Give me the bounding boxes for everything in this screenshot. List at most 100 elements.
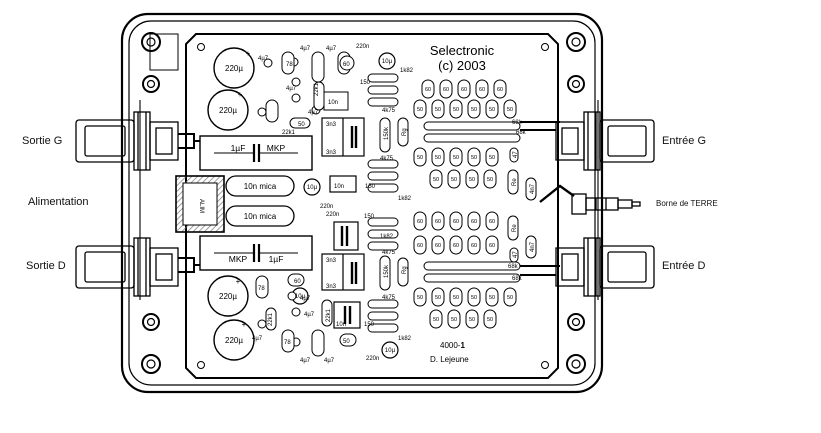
long-resistors <box>423 121 521 283</box>
resistor-oval <box>447 309 461 329</box>
resistor-oval-label: 50 <box>453 155 459 161</box>
svg-text:Re: Re <box>512 178 518 186</box>
resistor-oval-label: 60 <box>417 219 423 225</box>
svg-text:150k: 150k <box>384 126 390 140</box>
resistor-oval-label: 50 <box>451 177 457 183</box>
svg-text:68k: 68k <box>512 120 523 126</box>
resistor-oval <box>431 211 445 231</box>
brand-copyright: (c) 2003 <box>438 58 486 73</box>
svg-text:50: 50 <box>343 339 350 345</box>
cap-mkp-bottom: MKP 1µF <box>199 235 313 271</box>
label-supply: Alimentation <box>28 196 89 208</box>
cap-mica-top: 10n mica <box>225 175 295 197</box>
svg-text:10µ: 10µ <box>385 348 396 354</box>
resistor-oval-label: 60 <box>443 87 449 93</box>
mounting-holes <box>141 32 586 374</box>
resistor-oval-label: 60 <box>425 87 431 93</box>
resistor-oval <box>503 99 517 119</box>
svg-text:4µ7: 4µ7 <box>252 336 263 342</box>
brand-name: Selectronic <box>430 43 495 58</box>
elec-cap-4: 220µ + <box>213 319 255 361</box>
connector-label: ALIM <box>198 199 204 213</box>
film-block-marks <box>340 126 358 324</box>
svg-text:3n3: 3n3 <box>326 258 337 264</box>
svg-text:10µ: 10µ <box>307 185 318 191</box>
resistor-oval-label: 60 <box>453 219 459 225</box>
svg-text:3n3: 3n3 <box>326 150 337 156</box>
resistor-oval-label: 50 <box>471 295 477 301</box>
svg-text:22k1: 22k1 <box>314 82 320 96</box>
resistor-oval <box>413 99 427 119</box>
svg-text:4µ7: 4µ7 <box>300 358 311 364</box>
jack-in-left <box>555 111 655 171</box>
resistor-oval-label: 50 <box>453 295 459 301</box>
svg-text:78: 78 <box>286 62 293 68</box>
resistor-oval-label: 50 <box>471 107 477 113</box>
svg-text:+: + <box>238 90 243 99</box>
cap-mkp-top-value: 1µF <box>231 143 246 153</box>
svg-text:22k1: 22k1 <box>282 130 296 136</box>
svg-text:220µ: 220µ <box>225 336 243 345</box>
resistor-oval-label: 50 <box>469 177 475 183</box>
svg-text:150k: 150k <box>384 264 390 278</box>
svg-text:4k75: 4k75 <box>382 295 396 301</box>
svg-text:78: 78 <box>258 286 265 292</box>
svg-text:10n: 10n <box>328 100 338 106</box>
elec-10u-1: 10µ <box>378 52 396 70</box>
re-labels: Re Re 4n7 4n7 47 47 <box>512 151 536 258</box>
svg-text:4µ7: 4µ7 <box>300 296 311 302</box>
svg-text:220µ: 220µ <box>225 64 243 73</box>
lower-cluster-labels: 60 4µ7 4µ7 50 4µ7 4µ7 78 78 22k1 22k1 4µ… <box>252 279 350 364</box>
resistor-oval-label: 60 <box>489 243 495 249</box>
resistor-oval <box>413 287 427 307</box>
resistor-oval-label: 50 <box>417 107 423 113</box>
svg-text:22k1: 22k1 <box>326 308 332 322</box>
resistor-oval <box>449 211 463 231</box>
cap-mkp-bottom-value: 1µF <box>269 254 284 264</box>
resistor-oval-label: 50 <box>471 155 477 161</box>
film-block-labels: 3n3 3n3 10n 3n3 3n3 10n 220n 220n 220n <box>320 122 379 362</box>
long-res-labels: 68k 68k 68k 68k <box>508 120 527 282</box>
res-150k <box>379 117 409 291</box>
resistor-oval <box>467 99 481 119</box>
cap-mkp-bottom-type: MKP <box>229 254 248 264</box>
res-150k-labels: 150k 150k Rg Rg <box>384 126 408 278</box>
svg-text:4µ7: 4µ7 <box>286 86 297 92</box>
svg-text:4n7: 4n7 <box>530 241 536 252</box>
svg-text:1k82: 1k82 <box>400 68 414 74</box>
svg-text:4n7: 4n7 <box>530 183 536 194</box>
svg-text:Rg: Rg <box>402 266 408 274</box>
resistor-oval <box>429 169 443 189</box>
resistor-oval <box>413 211 427 231</box>
svg-text:150: 150 <box>365 184 376 190</box>
svg-text:4k75: 4k75 <box>380 156 394 162</box>
lower-cluster <box>255 273 357 357</box>
resistor-oval <box>413 147 427 167</box>
svg-text:10n mica: 10n mica <box>244 182 277 191</box>
resistor-oval-label: 50 <box>435 107 441 113</box>
film-blocks <box>321 117 365 329</box>
wiring <box>139 100 599 300</box>
resistor-oval <box>503 287 517 307</box>
upper-cluster-labels: 4µ7 4µ7 220n 4µ7 4µ7 22k1 50 60 78 4µ7 1… <box>258 44 369 136</box>
resistor-oval-label: 60 <box>471 219 477 225</box>
resistor-oval <box>447 169 461 189</box>
svg-text:4µ7: 4µ7 <box>308 110 319 116</box>
cap-mkp-top: 1µF MKP <box>199 135 313 171</box>
resistor-oval-label: 50 <box>417 155 423 161</box>
svg-text:+: + <box>236 277 241 286</box>
resistor-oval-label: 50 <box>433 177 439 183</box>
cap-mica-bottom: 10n mica <box>225 205 295 227</box>
resistor-oval-label: 60 <box>435 219 441 225</box>
svg-text:150: 150 <box>364 322 375 328</box>
resistor-oval-label: 50 <box>489 107 495 113</box>
svg-text:10n: 10n <box>334 184 344 190</box>
resistor-oval-label: 50 <box>487 177 493 183</box>
resistor-oval-label: 60 <box>479 87 485 93</box>
resistor-oval-label: 50 <box>453 107 459 113</box>
resistor-oval <box>449 99 463 119</box>
resistor-oval-label: 50 <box>489 155 495 161</box>
svg-text:3n3: 3n3 <box>326 284 337 290</box>
svg-text:78: 78 <box>284 340 291 346</box>
